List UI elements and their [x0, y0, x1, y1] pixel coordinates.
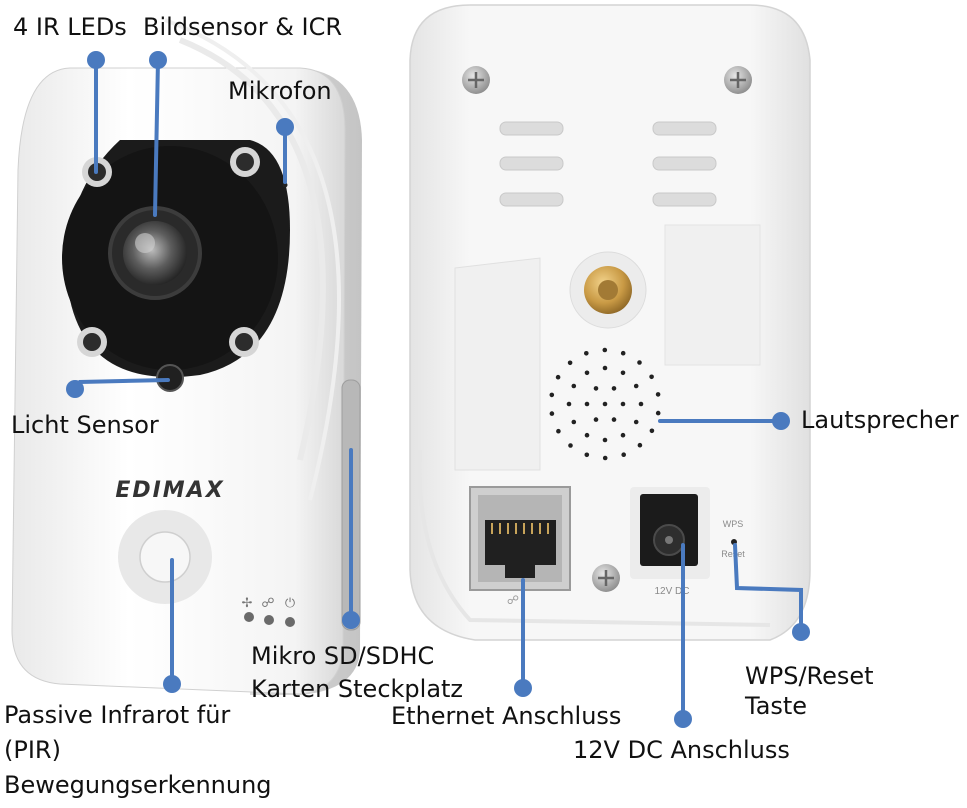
speaker-hole [593, 417, 599, 422]
ethernet-port [469, 486, 571, 591]
brand-logo: EDIMAX [115, 478, 224, 503]
speaker-hole [584, 401, 590, 407]
light-sensor [156, 364, 184, 392]
speaker-hole [584, 432, 590, 438]
callout-line-wps [733, 543, 803, 634]
speaker-grille [549, 347, 661, 461]
callout-dots [66, 51, 810, 728]
speaker-hole [568, 443, 573, 448]
speaker-hole [611, 417, 617, 422]
speaker-hole [556, 428, 561, 434]
ir-led [77, 327, 107, 357]
microphone-hole [282, 182, 288, 188]
speaker-hole [571, 419, 577, 425]
label-recess [664, 224, 761, 366]
callout-dot [276, 118, 294, 136]
speaker-hole [633, 383, 639, 389]
callout-dot [674, 710, 692, 728]
speaker-hole [602, 401, 608, 407]
label-recess [454, 257, 541, 471]
power-icon: ⏻ [285, 595, 295, 610]
speaker-hole [593, 386, 599, 391]
speaker-hole [633, 419, 639, 425]
ir-led [230, 147, 260, 177]
label-wps-line2: Taste [745, 692, 808, 720]
callout-line-image-sensor [153, 58, 160, 217]
speaker-hole [611, 386, 617, 391]
lens-assembly [62, 140, 290, 392]
speaker-hole [655, 410, 661, 416]
speaker-hole [637, 360, 642, 365]
screw-icon [462, 66, 490, 94]
callout-dot [792, 623, 810, 641]
label-image-sensor: Bildsensor & ICR [143, 13, 343, 41]
speaker-hole [620, 350, 626, 356]
callout-dot [87, 51, 105, 69]
speaker-hole [655, 392, 661, 397]
label-ir-leds: 4 IR LEDs [13, 13, 127, 41]
label-pir-line1: Passive Infrarot für [4, 701, 231, 729]
pir-sensor [139, 531, 191, 583]
speaker-hole [621, 452, 626, 458]
ir-led [229, 327, 259, 357]
callout-dot [772, 412, 790, 430]
back-view: ☍ 12V DC WPS Reset [409, 4, 811, 641]
status-leds: ✢ ☍ ⏻ [242, 595, 295, 627]
speaker-hole [649, 374, 654, 380]
dc-port-print: 12V DC [654, 586, 689, 597]
label-ethernet: Ethernet Anschluss [391, 702, 622, 730]
speaker-hole [620, 432, 626, 438]
front-view: EDIMAX ✢ ☍ ⏻ [11, 18, 362, 695]
speaker-hole [584, 452, 590, 458]
callout-dot [149, 51, 167, 69]
label-light-sensor: Licht Sensor [11, 411, 159, 439]
speaker-hole [620, 401, 626, 407]
label-sd-line2: Karten Steckplatz [251, 675, 464, 703]
label-sd-line1: Mikro SD/SDHC [251, 642, 435, 670]
speaker-hole [637, 442, 643, 448]
callout-dot [514, 679, 532, 697]
speaker-hole [602, 455, 608, 461]
reset-print: Reset [721, 549, 745, 559]
speaker-hole [602, 437, 608, 443]
speaker-hole [571, 383, 577, 389]
speaker-hole [649, 428, 655, 434]
speaker-hole [584, 370, 590, 376]
screw-icon [724, 66, 752, 94]
speaker-hole [620, 370, 626, 376]
label-pir-line2: (PIR) [4, 736, 61, 764]
speaker-hole [566, 401, 572, 407]
speaker-hole [549, 411, 555, 416]
callouts [73, 58, 803, 721]
speaker-hole [638, 401, 644, 407]
callout-dot [342, 611, 360, 629]
ethernet-port-icon: ☍ [507, 593, 519, 607]
speaker-hole [602, 347, 608, 353]
speaker-hole [549, 392, 555, 398]
label-wps-line1: WPS/Reset [745, 662, 874, 690]
callout-dot [163, 675, 181, 693]
vent-slots [499, 121, 717, 207]
dc-jack [630, 487, 710, 579]
speaker-hole [584, 351, 589, 356]
network-icon: ✢ [242, 595, 253, 610]
label-speaker: Lautsprecher [801, 406, 959, 434]
screw-icon [592, 564, 620, 592]
label-dc: 12V DC Anschluss [573, 736, 790, 764]
ethernet-icon: ☍ [261, 595, 274, 610]
speaker-hole [555, 374, 561, 380]
speaker-hole [567, 360, 573, 366]
label-microphone: Mikrofon [228, 77, 332, 105]
speaker-hole [602, 365, 608, 371]
wps-print: WPS [723, 519, 744, 529]
label-pir-line3: Bewegungserkennung [4, 771, 272, 799]
callout-dot [66, 380, 84, 398]
